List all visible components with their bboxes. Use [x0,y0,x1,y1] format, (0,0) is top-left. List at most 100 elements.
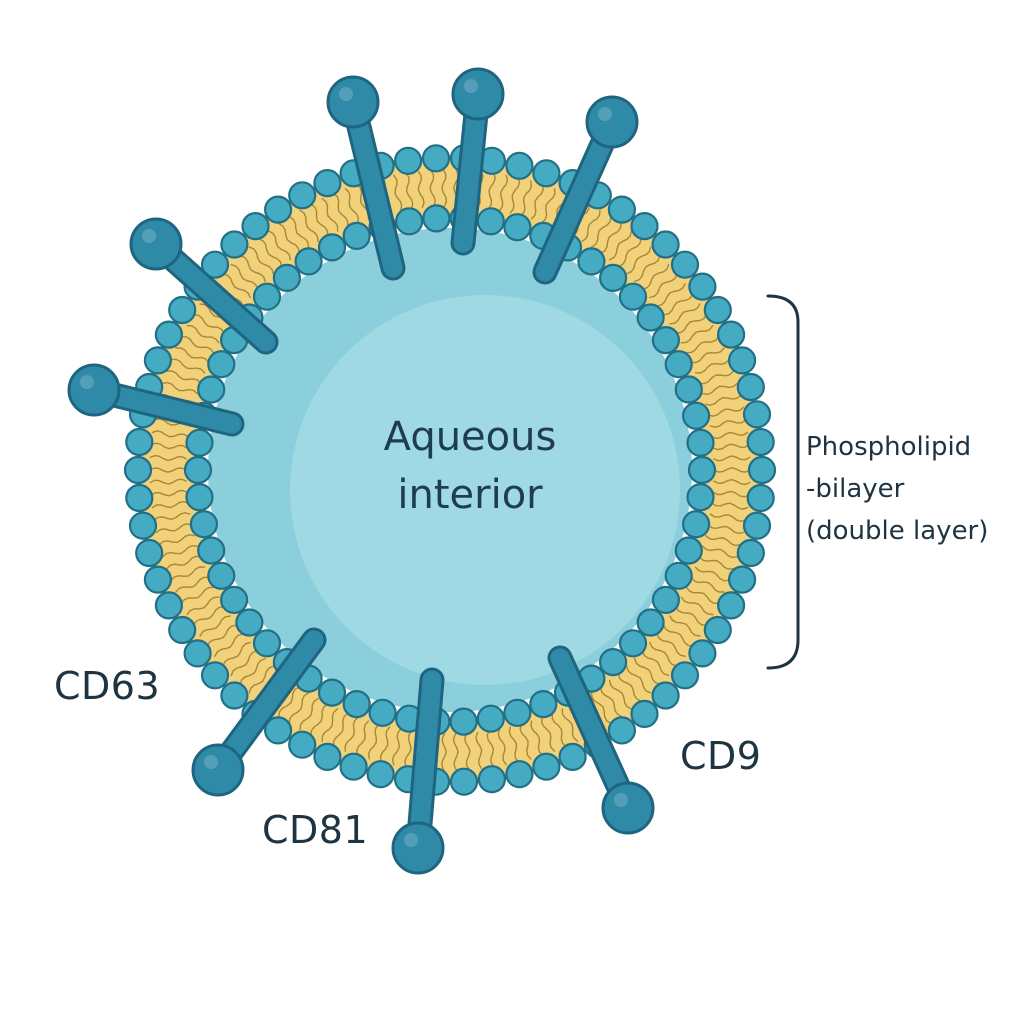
transmembrane-proteins [67,67,655,875]
lipid-head [505,151,534,180]
lipid-tail [310,203,329,237]
lipid-head [189,510,218,539]
lipid-head [703,295,732,325]
lipid-head [220,230,249,259]
protein-stalk [208,630,324,780]
lipid-head [154,320,183,349]
lipid-tail [519,723,532,760]
lipid-tail [170,566,206,582]
lipid-tail [713,467,751,473]
lipid-tail [675,606,708,627]
lipid-head [449,707,478,736]
lipid-tail [694,566,730,582]
lipid-head [154,591,183,620]
bilayer-label-line2: -bilayer [806,474,905,504]
protein-cd63 [191,627,327,797]
lipid-head [197,375,226,404]
protein-knob [67,363,121,417]
protein-knob [601,781,655,835]
protein-top-right [532,95,639,285]
lipid-tail [707,406,745,417]
lipid-tail [590,692,612,724]
lipid-head [200,250,230,279]
lipid-tail [429,169,436,208]
protein-knob-highlight [598,107,612,121]
lipid-tail [417,170,425,209]
lipid-head [123,455,153,485]
lipid-head [252,629,282,658]
protein-stalk [550,648,638,818]
lipid-head [125,483,154,513]
lipid-tail [486,730,495,768]
protein-knob-highlight [80,375,94,389]
lipid-head [558,742,587,772]
lipid-tail [590,216,612,248]
lipid-tail [709,419,747,428]
protein-knob-highlight [142,229,156,243]
lipid-tail [608,679,633,710]
lipid-tail [581,209,601,243]
lipid-head [607,195,637,224]
lipid-tail [151,430,189,438]
lipid-tail [702,545,738,559]
phospholipid-bilayer-label: Phospholipid -bilayer (double layer) [806,426,988,552]
cd63-label: CD63 [54,664,161,708]
lipid-head [670,661,700,690]
protein-stalk [343,92,403,278]
lipid-head [272,263,301,292]
lipid-tail [675,313,708,334]
lipid-tail [199,615,231,637]
protein-knob [391,821,445,875]
lipid-head [288,181,317,210]
lipid-head [185,428,214,457]
lipid-tail [404,730,413,768]
interior-label-line1: Aqueous [383,414,557,460]
lipid-tail [705,394,742,406]
lipid-tail [278,223,300,254]
lipid-tail [656,283,686,307]
bilayer-bracket [766,294,800,670]
lipid-head [681,401,711,430]
lipid-tail [239,255,266,283]
lipid-head [727,565,757,594]
protein-knob-highlight [404,833,418,847]
lipid-tail [540,716,556,752]
lipid-head [703,615,732,645]
lipid-head [476,704,505,733]
lipid-tail [690,576,725,593]
lipid-tail [464,732,471,771]
protein-knob-highlight [339,87,353,101]
membrane [123,144,777,796]
lipid-tail-band [135,155,765,785]
lipid-tail [551,712,567,748]
lipid-tail [520,180,533,217]
lipid-tails [149,169,751,771]
lipid-head [313,742,342,772]
lipid-head [630,212,659,241]
lipid-tail [175,576,210,593]
lipid-head [197,536,226,565]
lipid-head [422,204,451,233]
lipid-tail [405,172,414,210]
lipid-tail [641,650,670,677]
lipid-tail [288,692,310,724]
lipid-tail [497,728,507,766]
lipid-tail [267,230,292,261]
lipid-tail [180,335,215,354]
cd9-label: CD9 [680,734,762,778]
lipid-head [674,375,703,404]
lipid-head [727,346,757,375]
lipid-tail [617,672,642,702]
lipid-head [636,303,665,332]
protein-stalk [408,670,442,858]
lipid-tail [367,723,380,760]
lipid-tail [690,347,725,364]
lipid-head [742,511,772,540]
lipid-tail [248,665,274,694]
lipid-tail [617,238,642,268]
protein-top-left [326,75,406,281]
lipid-head [742,400,772,429]
lipid-head [664,350,693,379]
lipid-tail [151,500,189,509]
lipid-head [366,760,395,789]
